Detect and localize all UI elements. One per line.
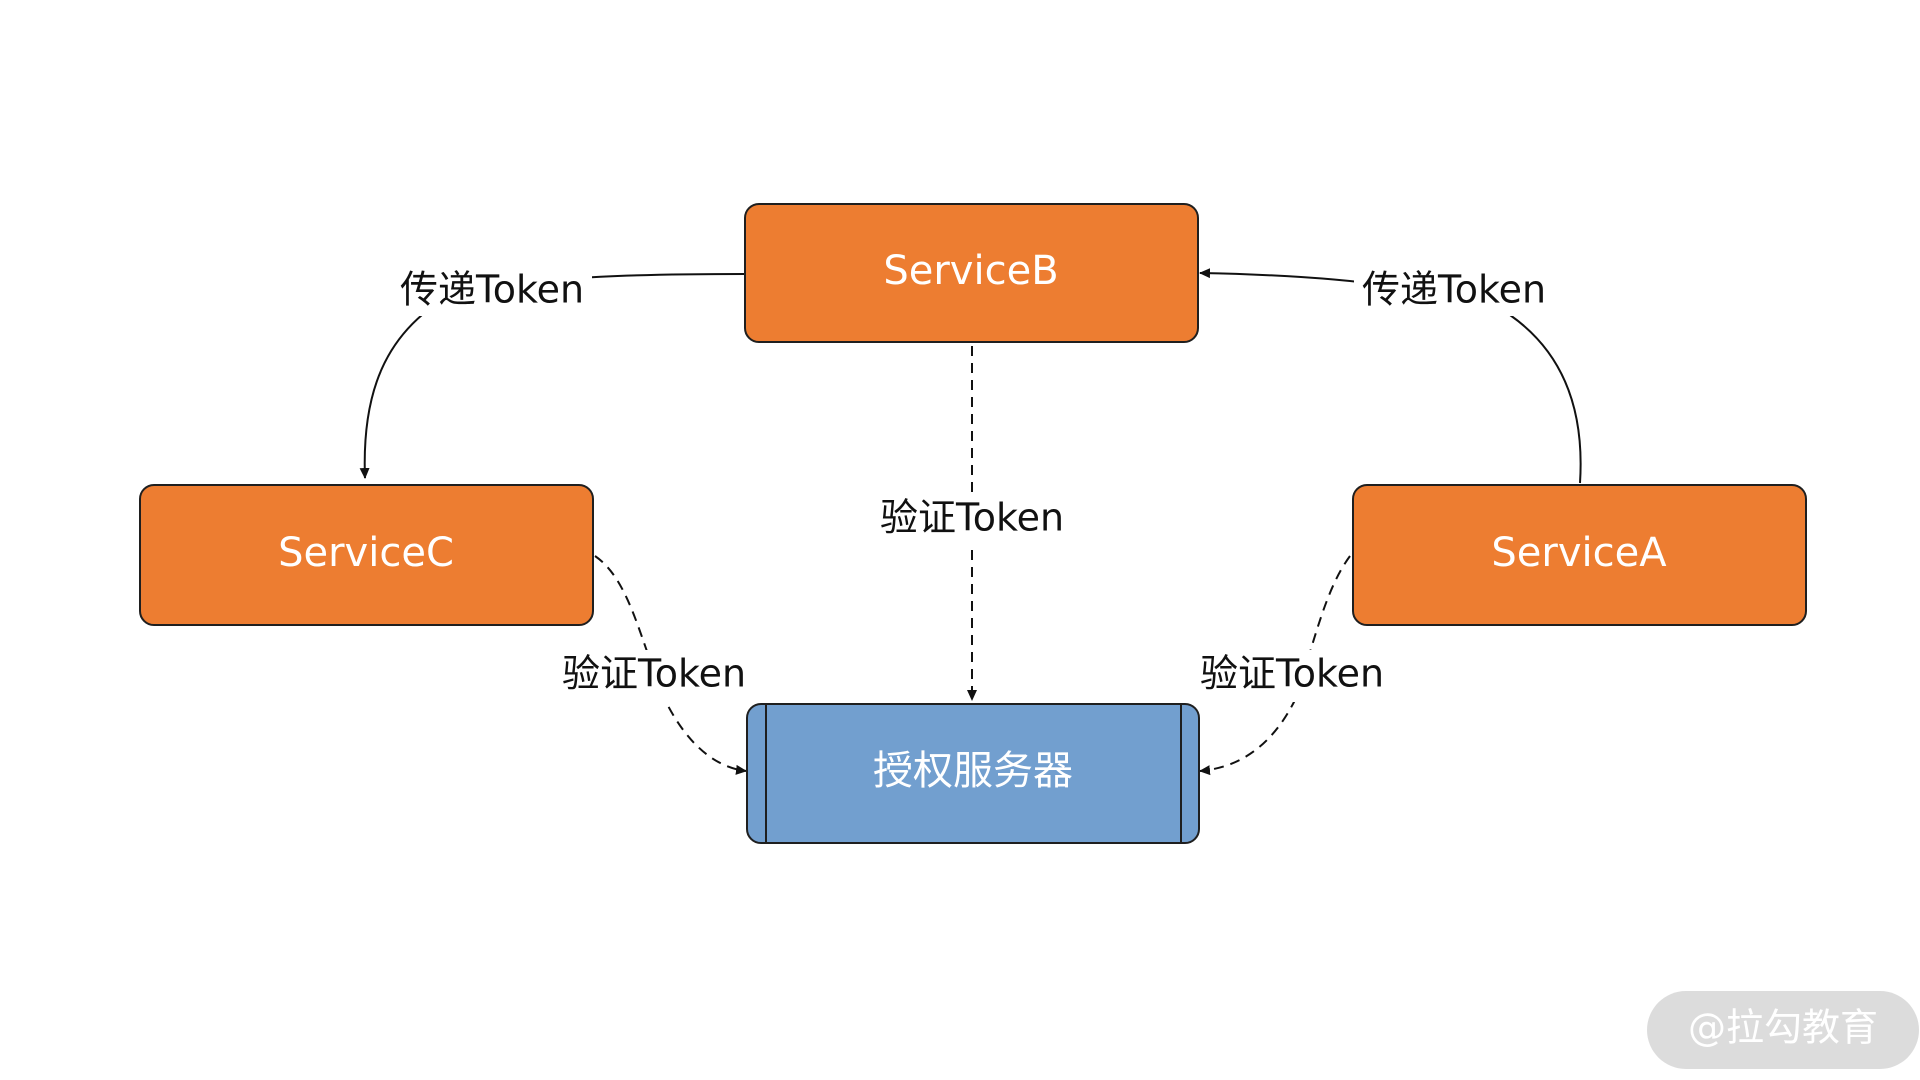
- node-service-a: ServiceA: [1352, 484, 1807, 626]
- edge-label-a-to-auth: 验证Token: [1190, 650, 1395, 702]
- node-auth-server-label: 授权服务器: [873, 748, 1073, 794]
- node-service-c-label: ServiceC: [278, 530, 454, 576]
- node-service-b: ServiceB: [744, 203, 1199, 343]
- edge-label-c-to-auth-text: 验证Token: [562, 652, 746, 696]
- edge-label-a-to-b: 传递Token: [1354, 266, 1554, 316]
- node-service-a-label: ServiceA: [1491, 530, 1667, 576]
- edge-label-c-to-auth: 验证Token: [552, 650, 757, 702]
- node-auth-server: 授权服务器: [746, 703, 1200, 844]
- edge-label-b-to-auth: 验证Token: [872, 495, 1072, 545]
- edge-label-a-to-b-text: 传递Token: [1362, 268, 1546, 312]
- node-service-b-label: ServiceB: [883, 248, 1058, 294]
- edge-label-b-to-c-text: 传递Token: [400, 268, 584, 312]
- edge-label-b-to-c: 传递Token: [392, 266, 592, 316]
- edge-label-b-to-auth-text: 验证Token: [880, 496, 1064, 540]
- edge-label-a-to-auth-text: 验证Token: [1200, 652, 1384, 696]
- node-service-c: ServiceC: [139, 484, 594, 626]
- watermark: @拉勾教育: [1647, 991, 1919, 1069]
- watermark-text: @拉勾教育: [1688, 1006, 1878, 1050]
